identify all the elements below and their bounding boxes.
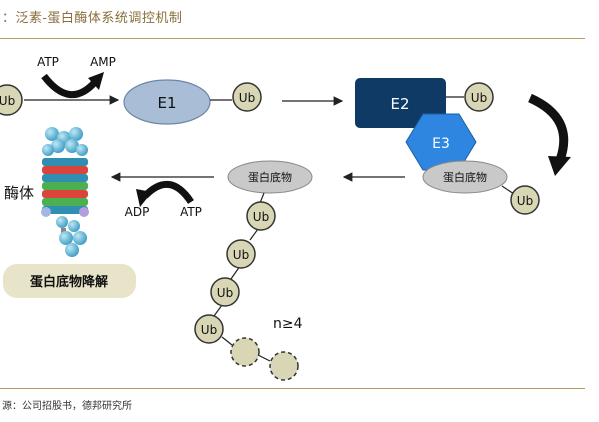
- e1-enzyme: E1: [123, 79, 211, 125]
- degradation-box: 蛋白底物降解: [3, 264, 136, 298]
- source-note: 源：公司招股书，德邦研究所: [2, 401, 132, 412]
- figure-caption: ：泛素-蛋白酶体系统调控机制: [2, 11, 183, 26]
- svg-text:Ub: Ub: [253, 210, 269, 224]
- ub-chain-2: Ub: [226, 239, 256, 269]
- atp-label: ATP: [37, 55, 59, 69]
- amp-label: AMP: [90, 55, 116, 69]
- svg-text:Ub: Ub: [239, 91, 255, 105]
- ub-chain-3: Ub: [210, 277, 240, 307]
- ub-chain-1: Ub: [246, 201, 276, 231]
- ub-chain-dashed-2: [269, 351, 299, 381]
- curved-arrow-icon: [142, 180, 194, 205]
- ub-node-e1: Ub: [232, 82, 262, 112]
- atp-label-2: ATP: [180, 205, 202, 219]
- svg-text:Ub: Ub: [471, 91, 487, 105]
- svg-text:E3: E3: [432, 136, 450, 152]
- chain-length-note: n≥4: [273, 316, 303, 332]
- curved-arrow-icon: [41, 73, 98, 99]
- adp-label: ADP: [125, 205, 150, 219]
- ub-node-e2: Ub: [464, 82, 494, 112]
- substrate-chain: 蛋白底物: [227, 160, 313, 194]
- top-divider: [0, 38, 585, 39]
- substrate-e3: 蛋白底物: [422, 160, 508, 194]
- ub-chain-4: Ub: [194, 314, 224, 344]
- svg-text:Ub: Ub: [201, 323, 217, 337]
- svg-text:Ub: Ub: [0, 94, 15, 108]
- svg-text:Ub: Ub: [517, 194, 533, 208]
- svg-text:蛋白底物: 蛋白底物: [248, 170, 292, 184]
- bottom-divider: [0, 388, 585, 389]
- svg-text:Ub: Ub: [217, 286, 233, 300]
- curved-arrow-icon: [528, 93, 569, 162]
- proteasome-icon: [41, 127, 89, 257]
- svg-text:E2: E2: [390, 95, 409, 113]
- ub-chain-dashed-1: [230, 337, 260, 367]
- proteasome-label: 酶体: [4, 184, 34, 202]
- svg-text:Ub: Ub: [233, 248, 249, 262]
- ub-node-left: Ub: [0, 84, 23, 116]
- svg-text:蛋白底物降解: 蛋白底物降解: [30, 274, 108, 290]
- svg-text:E1: E1: [157, 94, 176, 112]
- svg-text:蛋白底物: 蛋白底物: [443, 170, 487, 184]
- ub-node-substrate: Ub: [510, 185, 540, 215]
